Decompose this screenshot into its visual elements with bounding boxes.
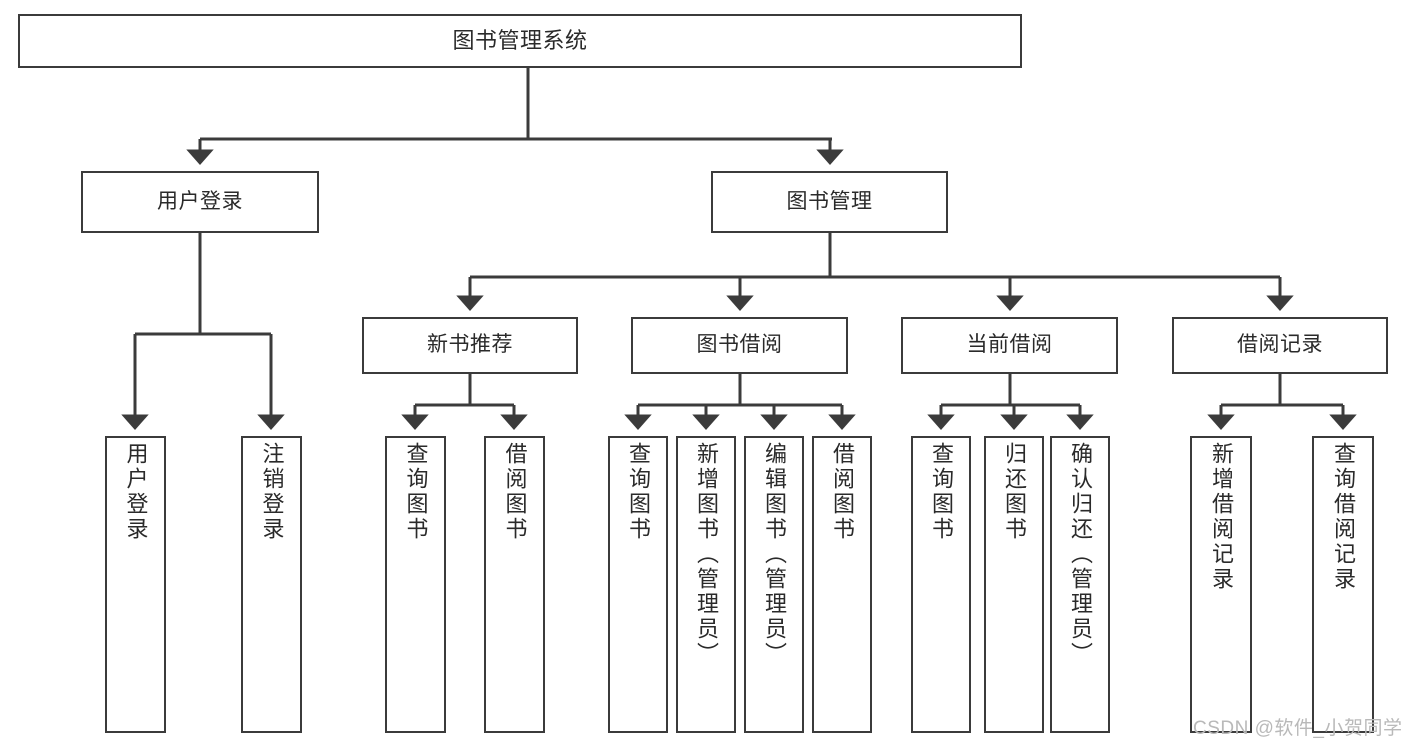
leaf-user-login[interactable]: 用户登录	[105, 436, 166, 733]
leaf-label: 查询图书	[403, 442, 429, 542]
leaf-borrow-book-recommend[interactable]: 借阅图书	[484, 436, 545, 733]
node-book-borrow[interactable]: 图书借阅	[631, 317, 848, 374]
leaf-confirm-return-admin[interactable]: 确认归还（管理员）	[1050, 436, 1110, 733]
node-new-book-recommend[interactable]: 新书推荐	[362, 317, 578, 374]
leaf-query-book-recommend[interactable]: 查询图书	[385, 436, 446, 733]
node-user-login[interactable]: 用户登录	[81, 171, 319, 233]
watermark: CSDN @软件_小贺同学	[1193, 718, 1403, 739]
leaf-query-book-current[interactable]: 查询图书	[911, 436, 971, 733]
leaf-borrow-book[interactable]: 借阅图书	[812, 436, 872, 733]
node-new-book-recommend-label: 新书推荐	[427, 333, 513, 357]
node-root[interactable]: 图书管理系统	[18, 14, 1022, 68]
leaf-edit-book-admin[interactable]: 编辑图书（管理员）	[744, 436, 804, 733]
leaf-label: 新增图书（管理员）	[694, 442, 719, 667]
leaf-label: 确认归还（管理员）	[1068, 442, 1093, 667]
node-root-label: 图书管理系统	[452, 28, 588, 54]
leaf-add-borrow-record[interactable]: 新增借阅记录	[1190, 436, 1252, 733]
leaf-label: 用户登录	[123, 442, 149, 542]
leaf-label: 归还图书	[1002, 442, 1027, 542]
leaf-add-book-admin[interactable]: 新增图书（管理员）	[676, 436, 736, 733]
leaf-label: 查询图书	[626, 442, 651, 542]
leaf-label: 查询借阅记录	[1331, 442, 1356, 592]
leaf-label: 编辑图书（管理员）	[762, 442, 787, 667]
leaf-label: 新增借阅记录	[1209, 442, 1234, 592]
node-book-management[interactable]: 图书管理	[711, 171, 948, 233]
node-borrow-record-label: 借阅记录	[1237, 333, 1323, 357]
node-book-management-label: 图书管理	[786, 189, 873, 213]
node-current-borrow[interactable]: 当前借阅	[901, 317, 1118, 374]
leaf-query-book[interactable]: 查询图书	[608, 436, 668, 733]
node-book-borrow-label: 图书借阅	[696, 333, 783, 357]
leaf-query-borrow-record[interactable]: 查询借阅记录	[1312, 436, 1374, 733]
leaf-label: 查询图书	[929, 442, 954, 542]
leaf-label: 注销登录	[259, 442, 285, 542]
leaf-return-book[interactable]: 归还图书	[984, 436, 1044, 733]
leaf-label: 借阅图书	[502, 442, 528, 542]
node-user-login-label: 用户登录	[157, 189, 243, 213]
leaf-logout[interactable]: 注销登录	[241, 436, 302, 733]
node-borrow-record[interactable]: 借阅记录	[1172, 317, 1388, 374]
node-current-borrow-label: 当前借阅	[966, 333, 1053, 357]
leaf-label: 借阅图书	[830, 442, 855, 542]
